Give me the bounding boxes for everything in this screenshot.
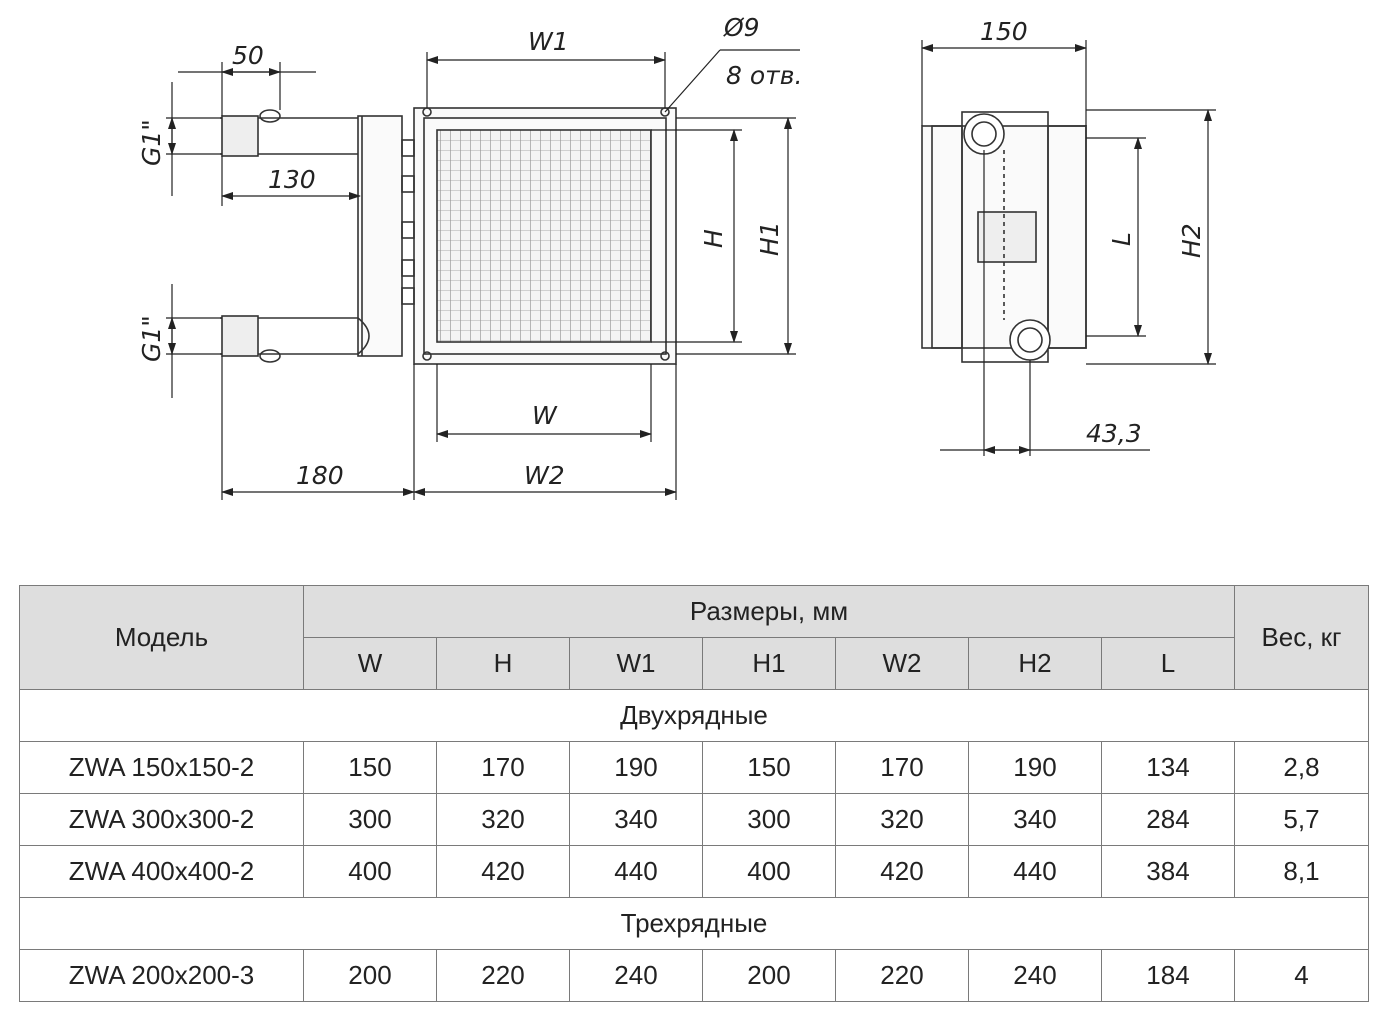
cell-h1: 150 [702, 741, 836, 794]
table-row: ZWA 400x400-2 400 420 440 400 420 440 38… [19, 845, 1369, 898]
table-row: ZWA 200x200-3 200 220 240 200 220 240 18… [19, 949, 1369, 1002]
cell-h1: 400 [702, 845, 836, 898]
group-title: Трехрядные [19, 897, 1369, 950]
label-w: W [532, 401, 558, 430]
label-50: 50 [232, 41, 264, 70]
header-weight: Вес, кг [1234, 585, 1369, 690]
cell-w2: 170 [835, 741, 969, 794]
cell-h: 170 [436, 741, 570, 794]
label-h: H [699, 229, 728, 248]
label-g1-top: G1" [137, 119, 166, 166]
cell-w1: 190 [569, 741, 703, 794]
side-dimensions [921, 40, 1216, 456]
cell-h2: 240 [968, 949, 1102, 1002]
cell-h2: 340 [968, 793, 1102, 846]
label-w2: W2 [524, 461, 565, 490]
header-sizes: Размеры, мм [303, 585, 1235, 638]
cell-w2: 220 [835, 949, 969, 1002]
label-holes-count: 8 отв. [726, 61, 802, 90]
cell-w2: 320 [835, 793, 969, 846]
cell-w1: 440 [569, 845, 703, 898]
label-w1: W1 [528, 27, 569, 56]
cell-l: 134 [1101, 741, 1235, 794]
label-43-3: 43,3 [1086, 419, 1142, 448]
label-180: 180 [296, 461, 344, 490]
cell-l: 184 [1101, 949, 1235, 1002]
specifications-table: Модель Размеры, мм Вес, кг W H W1 H1 W2 … [19, 585, 1369, 1002]
cell-l: 384 [1101, 845, 1235, 898]
label-150: 150 [980, 17, 1028, 46]
cell-model: ZWA 200x200-3 [19, 949, 304, 1002]
table-row: ZWA 150x150-2 150 170 190 150 170 190 13… [19, 741, 1369, 794]
cell-weight: 8,1 [1234, 845, 1369, 898]
cell-w1: 240 [569, 949, 703, 1002]
label-h2: H2 [1177, 223, 1206, 258]
cell-w: 200 [303, 949, 437, 1002]
header-col-h2: H2 [968, 637, 1102, 690]
cell-model: ZWA 150x150-2 [19, 741, 304, 794]
cell-model: ZWA 400x400-2 [19, 845, 304, 898]
label-l: L [1107, 232, 1136, 246]
cell-w: 400 [303, 845, 437, 898]
header-model: Модель [19, 585, 304, 690]
cell-model: ZWA 300x300-2 [19, 793, 304, 846]
label-h1: H1 [755, 221, 784, 256]
table-row: ZWA 300x300-2 300 320 340 300 320 340 28… [19, 793, 1369, 846]
cell-h2: 440 [968, 845, 1102, 898]
front-view [220, 107, 677, 365]
cell-h: 420 [436, 845, 570, 898]
dimension-labels: 50 G1" 130 G1" 180 W1 Ø9 8 отв. H H1 W W… [137, 13, 1206, 490]
header-col-h: H [436, 637, 570, 690]
header-col-w: W [303, 637, 437, 690]
cell-h: 220 [436, 949, 570, 1002]
header-col-l: L [1101, 637, 1235, 690]
cell-w2: 420 [835, 845, 969, 898]
technical-drawing: 50 G1" 130 G1" 180 W1 Ø9 8 отв. H H1 W W… [137, 13, 1216, 500]
cell-l: 284 [1101, 793, 1235, 846]
header-col-w1: W1 [569, 637, 703, 690]
label-g1-bottom: G1" [137, 315, 166, 362]
header-col-w2: W2 [835, 637, 969, 690]
cell-weight: 5,7 [1234, 793, 1369, 846]
cell-h2: 190 [968, 741, 1102, 794]
cell-w: 150 [303, 741, 437, 794]
cell-weight: 4 [1234, 949, 1369, 1002]
group-title: Двухрядные [19, 689, 1369, 742]
cell-w: 300 [303, 793, 437, 846]
label-hole-diameter: Ø9 [723, 13, 760, 42]
cell-h1: 200 [702, 949, 836, 1002]
cell-h: 320 [436, 793, 570, 846]
cell-w1: 340 [569, 793, 703, 846]
front-dimensions [166, 49, 800, 500]
header-col-h1: H1 [702, 637, 836, 690]
cell-weight: 2,8 [1234, 741, 1369, 794]
side-view [921, 111, 1087, 363]
cell-h1: 300 [702, 793, 836, 846]
label-130: 130 [268, 165, 316, 194]
